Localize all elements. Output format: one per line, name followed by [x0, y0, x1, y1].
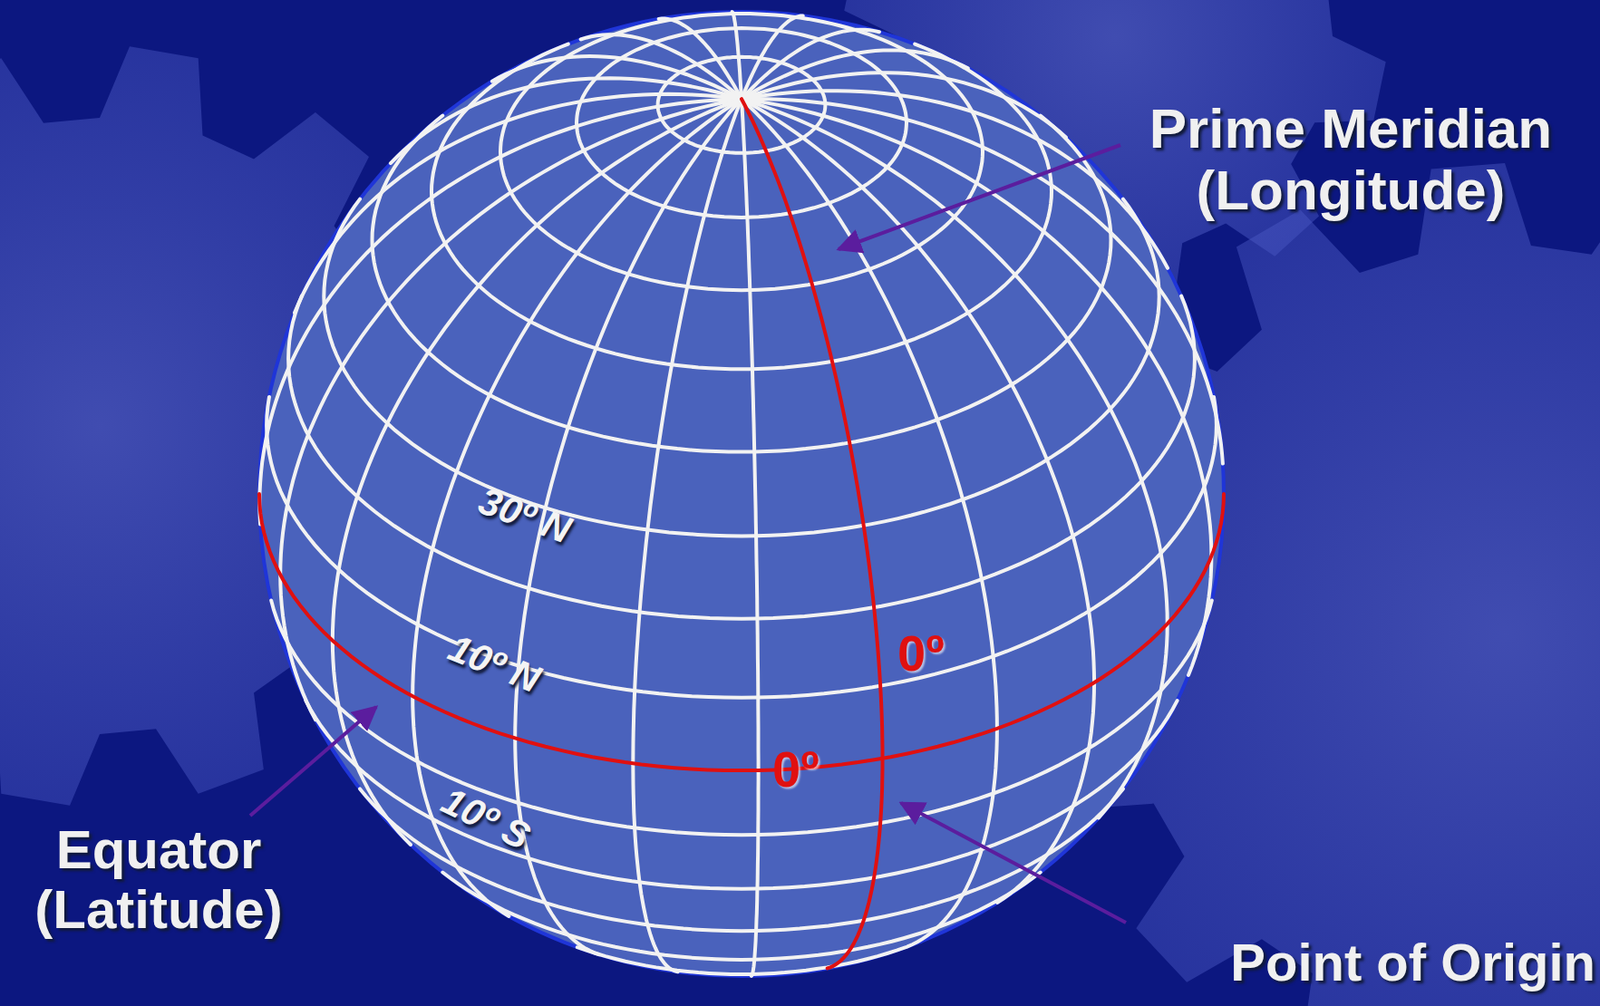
grid-line — [741, 15, 804, 99]
callout-title: Prime Meridian (Longitude) — [1110, 97, 1591, 222]
grid-line — [741, 49, 969, 99]
grid-line — [305, 700, 1177, 890]
grid-line — [259, 494, 1224, 771]
grid-line — [632, 98, 742, 972]
leader-line — [901, 803, 1126, 923]
callout-title: Point of Origin — [1128, 933, 1596, 992]
leader-line — [250, 707, 377, 816]
grid-line — [741, 98, 883, 969]
grid-line — [741, 90, 1168, 269]
grid-line — [412, 98, 742, 917]
globe-grid — [259, 11, 1224, 977]
grid-line — [741, 72, 1067, 137]
grid-line — [741, 29, 880, 100]
callout-title: Equator (Latitude) — [9, 820, 309, 941]
degree-label: 0º — [897, 625, 945, 682]
grid-line — [741, 98, 759, 977]
grid-line — [741, 98, 1212, 676]
grid-line — [259, 98, 742, 524]
grid-line — [741, 98, 998, 947]
leader-line — [838, 145, 1121, 250]
globe-disc — [259, 11, 1224, 977]
grid-line — [442, 872, 1040, 960]
grid-line — [288, 296, 1195, 620]
degree-label: 0º — [772, 741, 820, 798]
grid-line — [332, 98, 742, 845]
grid-line — [741, 98, 1168, 818]
